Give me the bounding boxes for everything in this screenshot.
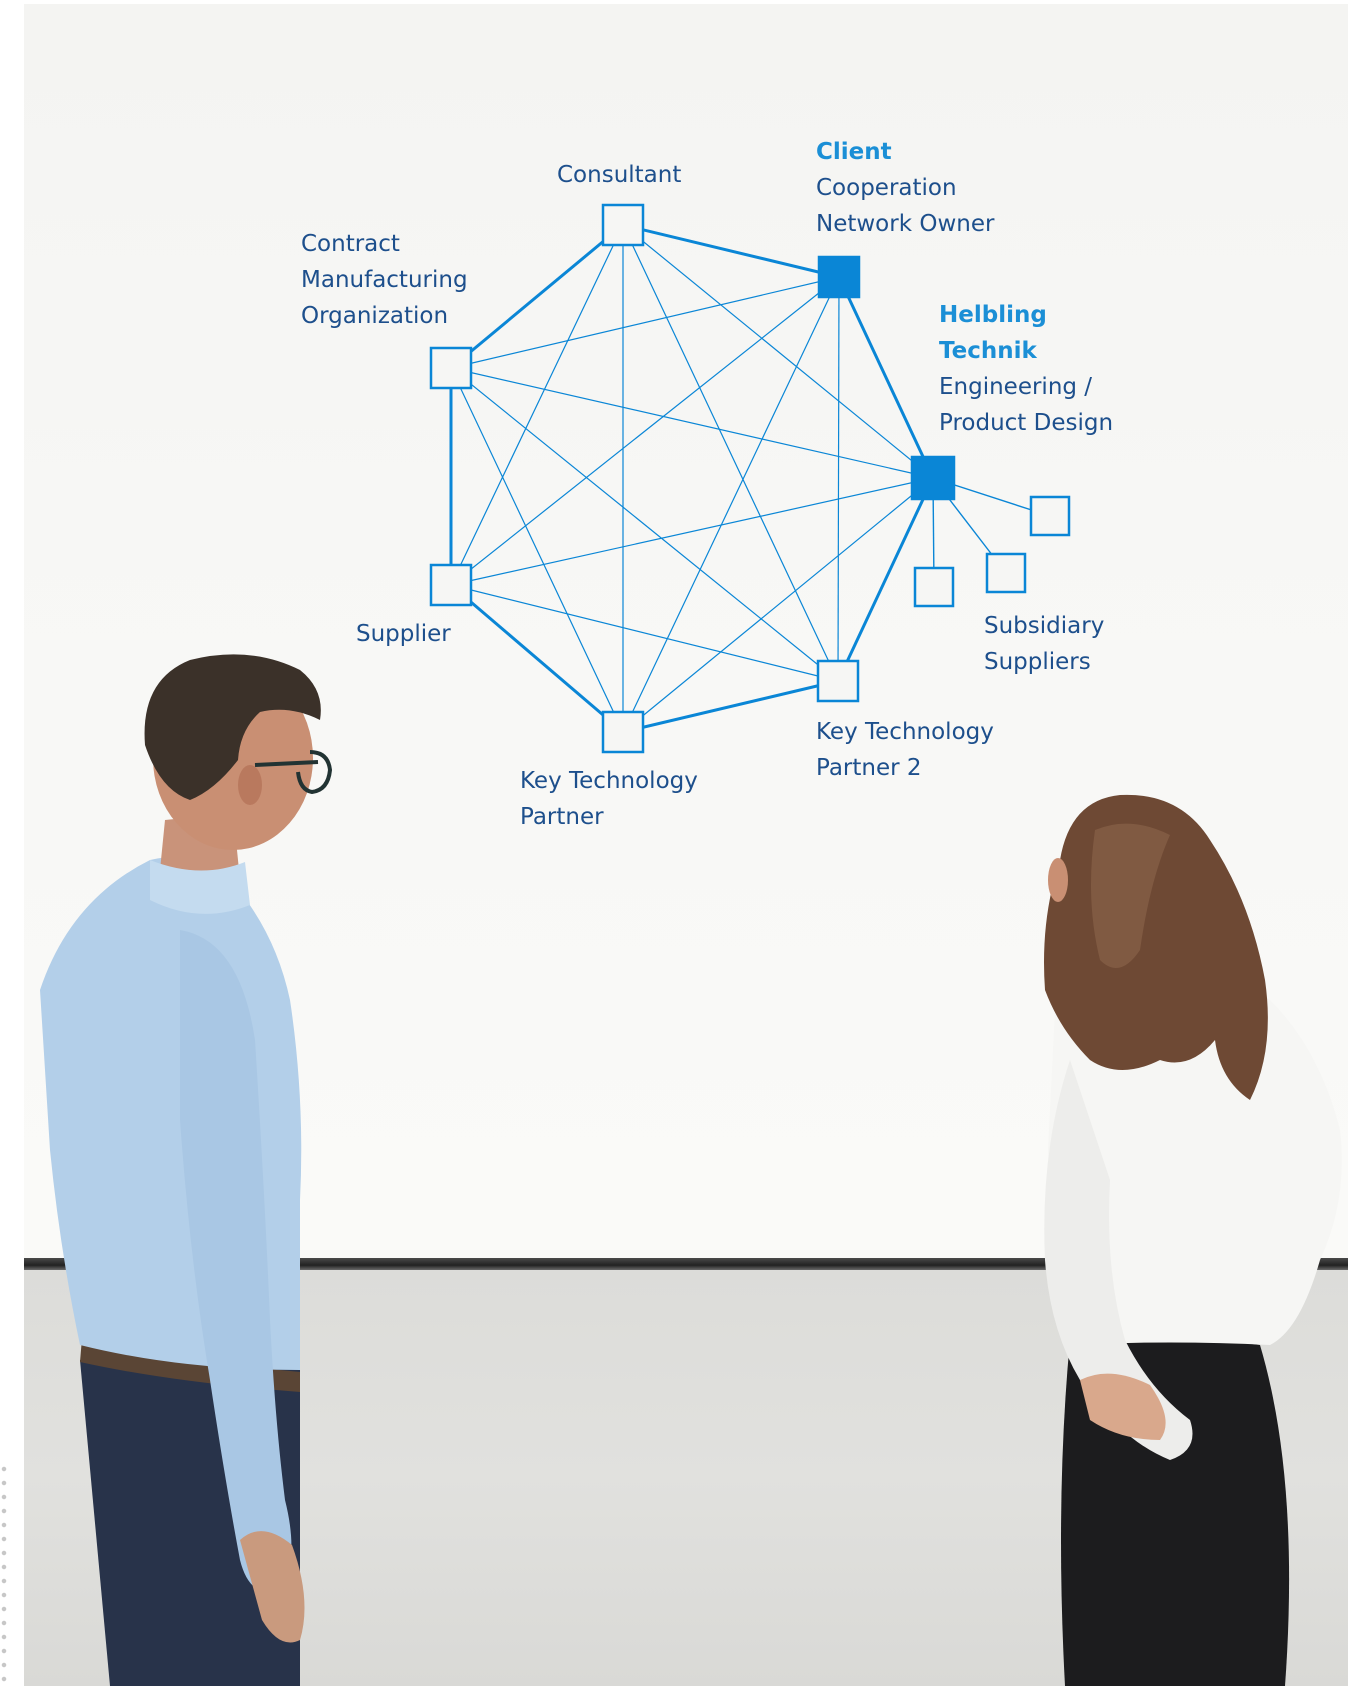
label-helbling-accent-1: Helbling bbox=[939, 302, 1047, 328]
label-consultant-line-1: Consultant bbox=[557, 162, 682, 188]
label-subsidiary-line-1: Subsidiary bbox=[984, 613, 1105, 639]
label-cmo: Contract Manufacturing Organization bbox=[301, 226, 468, 334]
man-hand bbox=[240, 1531, 305, 1643]
label-ktp-line-2: Partner bbox=[520, 804, 604, 830]
link-consultant-supplier bbox=[450, 224, 624, 586]
link-consultant-helbling bbox=[622, 224, 934, 479]
node-key-tech-partner-2 bbox=[816, 659, 860, 703]
glasses-icon bbox=[254, 750, 333, 795]
link-client-cmo bbox=[450, 276, 840, 369]
label-helbling-line-2: Product Design bbox=[939, 410, 1114, 436]
link-consultant-client bbox=[622, 223, 840, 279]
node-key-tech-partner bbox=[601, 710, 645, 754]
label-supplier: Supplier bbox=[356, 616, 451, 652]
link-client-key-tech-partner bbox=[622, 276, 840, 733]
label-supplier-line-1: Supplier bbox=[356, 621, 451, 647]
woman-face-edge bbox=[1048, 858, 1068, 902]
edge-dot-pattern bbox=[0, 1462, 8, 1686]
label-helbling-accent-2: Technik bbox=[939, 338, 1037, 364]
link-helbling-cmo bbox=[450, 367, 934, 479]
link-key-tech-partner-2-supplier bbox=[450, 584, 839, 682]
label-helbling: Helbling Technik Engineering / Product D… bbox=[939, 297, 1113, 441]
link-key-tech-partner-2-cmo bbox=[450, 367, 839, 682]
node-helbling bbox=[910, 455, 956, 501]
label-cmo-line-1: Contract bbox=[301, 231, 400, 257]
link-client-supplier bbox=[450, 276, 840, 586]
link-client-helbling bbox=[837, 276, 935, 479]
label-cmo-line-2: Manufacturing bbox=[301, 267, 468, 293]
label-cmo-line-3: Organization bbox=[301, 303, 449, 329]
label-client-line-2: Network Owner bbox=[816, 211, 995, 237]
node-client bbox=[817, 255, 861, 299]
woman-hand bbox=[1080, 1373, 1166, 1440]
man-figure bbox=[40, 654, 333, 1686]
node-subsidiary-supplier-3 bbox=[913, 566, 955, 608]
link-client-key-tech-partner-2 bbox=[837, 276, 840, 682]
man-collar bbox=[150, 860, 250, 914]
label-client-line-1: Cooperation bbox=[816, 175, 957, 201]
label-key-tech-partner: Key Technology Partner bbox=[520, 763, 698, 835]
woman-figure bbox=[1044, 794, 1342, 1686]
node-consultant bbox=[601, 203, 645, 247]
label-ktp-line-1: Key Technology bbox=[520, 768, 698, 794]
diagram-cross-links bbox=[450, 224, 934, 733]
label-helbling-line-1: Engineering / bbox=[939, 374, 1093, 400]
label-client: Client Cooperation Network Owner bbox=[816, 134, 994, 242]
label-ktp2-line-1: Key Technology bbox=[816, 719, 994, 745]
node-subsidiary-supplier-2 bbox=[985, 552, 1027, 594]
diagram-outer-links bbox=[449, 223, 935, 734]
node-supplier bbox=[429, 563, 473, 607]
label-ktp2-line-2: Partner 2 bbox=[816, 755, 922, 781]
woman-hair-highlight bbox=[1091, 823, 1170, 968]
link-key-tech-partner-supplier bbox=[450, 583, 624, 734]
link-key-tech-partner-cmo bbox=[450, 367, 624, 733]
node-subsidiary-supplier-1 bbox=[1029, 495, 1071, 537]
label-consultant: Consultant bbox=[557, 157, 681, 193]
label-subsidiary-line-2: Suppliers bbox=[984, 649, 1091, 675]
label-subsidiary-suppliers: Subsidiary Suppliers bbox=[984, 608, 1104, 680]
label-key-tech-partner-2: Key Technology Partner 2 bbox=[816, 714, 994, 786]
diagram-nodes bbox=[429, 203, 1071, 754]
woman-sleeve bbox=[1044, 1060, 1193, 1460]
whiteboard-frame bbox=[24, 1258, 1348, 1270]
label-client-accent: Client bbox=[816, 139, 892, 165]
link-consultant-cmo bbox=[450, 223, 624, 370]
link-helbling-key-tech-partner-2 bbox=[836, 477, 935, 682]
node-cmo bbox=[429, 346, 473, 390]
man-hair bbox=[144, 654, 321, 800]
man-arm bbox=[180, 930, 292, 1592]
link-consultant-key-tech-partner-2 bbox=[622, 224, 839, 682]
link-helbling-key-tech-partner bbox=[622, 477, 934, 733]
link-helbling-supplier bbox=[450, 477, 934, 586]
man-ear bbox=[238, 765, 262, 805]
link-key-tech-partner-2-key-tech-partner bbox=[622, 679, 839, 734]
